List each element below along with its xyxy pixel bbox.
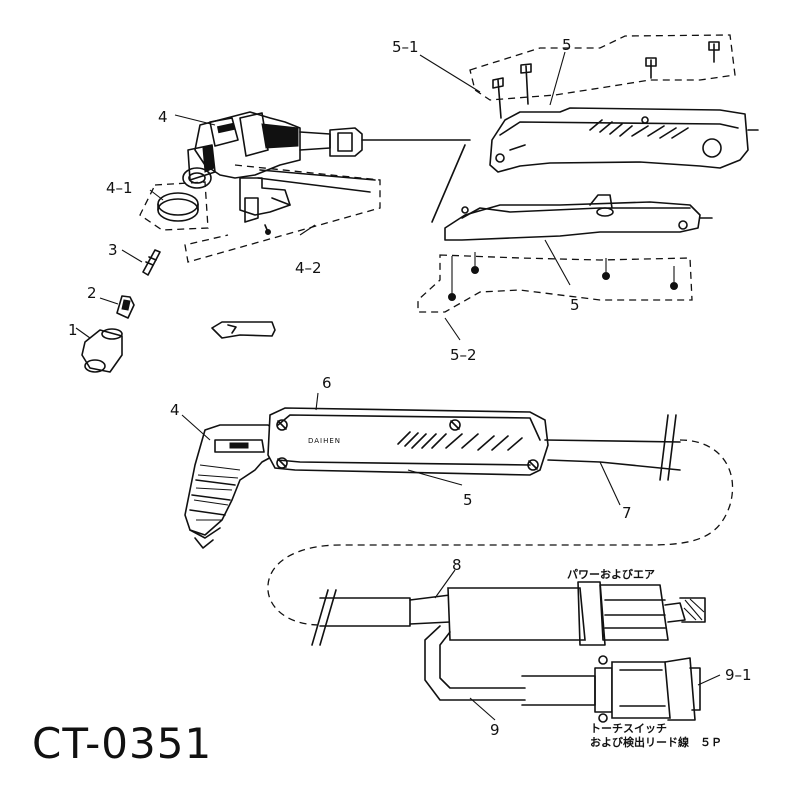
label-part-5-mid: 5 bbox=[570, 296, 580, 314]
screws-5-2 bbox=[448, 252, 678, 301]
label-switch-line2: および検出リード線 ５Ｐ bbox=[590, 735, 722, 749]
label-part-2: 2 bbox=[87, 284, 97, 302]
label-part-5-1: 5–1 bbox=[392, 38, 419, 56]
label-part-7: 7 bbox=[622, 504, 632, 522]
label-part-4-1: 4–1 bbox=[106, 179, 133, 197]
torch-head-exploded bbox=[75, 111, 471, 373]
label-part-5-top: 5 bbox=[562, 36, 572, 54]
label-part-6: 6 bbox=[322, 374, 332, 392]
label-part-8: 8 bbox=[452, 556, 462, 574]
label-part-5-low: 5 bbox=[463, 491, 473, 509]
label-part-4-2: 4–2 bbox=[295, 259, 322, 277]
assembled-torch: DAIHEN bbox=[181, 392, 734, 626]
screws-5-1 bbox=[492, 41, 720, 119]
handle-halves-exploded bbox=[417, 34, 759, 341]
part-labels: 1 2 3 4 4–1 4–2 5 5–1 5 5–2 6 4 5 7 8 9 … bbox=[32, 36, 752, 768]
label-part-4-low: 4 bbox=[170, 401, 180, 419]
brand-label: DAIHEN bbox=[308, 437, 341, 445]
label-power-air: パワーおよびエア bbox=[567, 567, 655, 581]
label-part-5-2: 5–2 bbox=[450, 346, 477, 364]
label-part-3: 3 bbox=[108, 241, 118, 259]
drawing-code: CT-0351 bbox=[32, 719, 212, 768]
label-part-9: 9 bbox=[490, 721, 500, 739]
label-part-9-1: 9–1 bbox=[725, 666, 752, 684]
label-switch-line1: トーチスイッチ bbox=[590, 722, 667, 735]
cable-connectors bbox=[311, 569, 721, 723]
label-part-1: 1 bbox=[68, 321, 78, 339]
label-part-4-top: 4 bbox=[158, 108, 168, 126]
